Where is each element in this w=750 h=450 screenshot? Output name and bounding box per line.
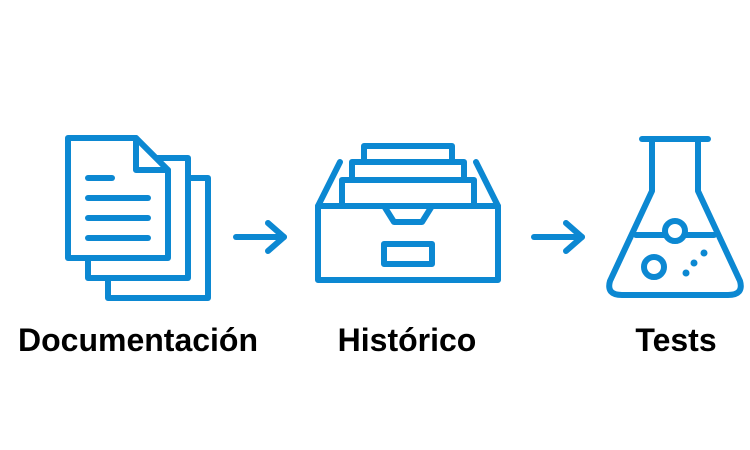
step-label-historico: Histórico — [337, 322, 477, 358]
lab-flask-icon — [602, 133, 748, 303]
archive-tray-icon — [312, 140, 504, 288]
step-label-documentacion: Documentación — [17, 322, 259, 358]
step-label-tests: Tests — [635, 322, 717, 358]
arrow-right-icon — [528, 215, 590, 259]
arrow-right-icon — [230, 215, 292, 259]
documents-icon — [60, 130, 215, 305]
